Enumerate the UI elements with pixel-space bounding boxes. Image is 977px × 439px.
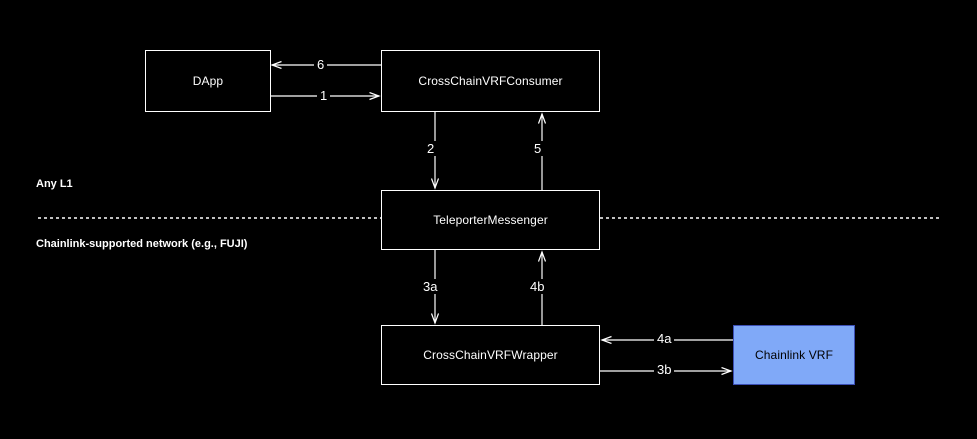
- node-crosschainvrfwrapper-label: CrossChainVRFWrapper: [423, 348, 558, 362]
- node-teleportermessenger-label: TeleporterMessenger: [433, 213, 548, 227]
- node-teleportermessenger[interactable]: TeleporterMessenger: [381, 190, 600, 250]
- edge-label-5: 5: [531, 141, 545, 156]
- edge-label-3a: 3a: [420, 279, 441, 294]
- node-chainlink-vrf-label: Chainlink VRF: [755, 348, 833, 362]
- node-crosschainvrfconsumer-label: CrossChainVRFConsumer: [418, 74, 563, 88]
- node-crosschainvrfconsumer[interactable]: CrossChainVRFConsumer: [381, 50, 600, 112]
- edge-label-4a: 4a: [654, 331, 675, 346]
- edge-label-4b: 4b: [527, 279, 548, 294]
- node-dapp[interactable]: DApp: [145, 50, 271, 112]
- edge-label-1: 1: [317, 88, 331, 103]
- zone-label-any-l1: Any L1: [36, 178, 73, 190]
- edge-label-6: 6: [314, 57, 328, 72]
- node-crosschainvrfwrapper[interactable]: CrossChainVRFWrapper: [381, 325, 600, 385]
- zone-label-chainlink-network: Chainlink-supported network (e.g., FUJI): [36, 238, 248, 250]
- edge-label-2: 2: [424, 141, 438, 156]
- edge-label-3b: 3b: [654, 362, 675, 377]
- node-dapp-label: DApp: [192, 74, 224, 88]
- node-chainlink-vrf[interactable]: Chainlink VRF: [733, 325, 855, 385]
